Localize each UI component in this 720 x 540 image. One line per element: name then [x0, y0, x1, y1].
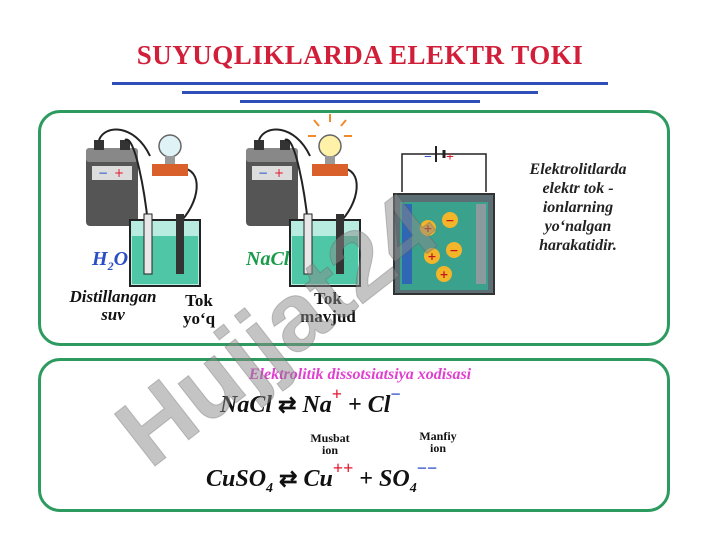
water-formula: H2O	[92, 248, 129, 273]
electrolysis-cell: + − + − +	[393, 146, 495, 295]
svg-text:+: +	[423, 222, 432, 235]
svg-text:−: −	[258, 166, 268, 180]
equation-nacl: NaCl ⇄ Na+ + Cl−	[220, 384, 401, 418]
battery-icon: − +	[246, 140, 298, 226]
svg-text:−: −	[98, 166, 108, 180]
distilled-water-setup: − +	[86, 128, 201, 287]
svg-text:−: −	[449, 244, 458, 257]
dissociation-heading: Elektrolitik dissotsiatsiya xodisasi	[248, 366, 472, 383]
lamp-on-icon	[308, 114, 352, 176]
beaker-water-icon	[129, 213, 201, 287]
svg-text:+: +	[114, 166, 124, 180]
svg-text:+: +	[274, 166, 284, 180]
battery-icon: − +	[86, 140, 138, 226]
equilibrium-arrow-icon: ⇄	[278, 392, 297, 417]
nacl-formula: NaCl	[246, 248, 290, 270]
svg-text:−: −	[445, 214, 454, 227]
equation-cuso4: CuSO4 ⇄ Cu++ + SO4−−	[206, 458, 438, 496]
title-underline-3	[240, 100, 480, 103]
equilibrium-arrow-icon: ⇄	[279, 466, 298, 491]
nacl-setup: − +	[246, 114, 361, 287]
cell-minus-sign: −	[424, 150, 432, 165]
page-title: SUYUQLIKLARDA ELEKTR TOKI	[136, 40, 584, 70]
cell-plus-sign: +	[446, 150, 454, 165]
lamp-off-icon	[152, 134, 188, 176]
bottom-panel	[38, 358, 670, 512]
title-underline-2	[182, 91, 538, 94]
beaker-nacl-icon	[289, 213, 361, 287]
electrolyte-description: Elektrolitlarda elektr tok - ionlarning …	[529, 161, 627, 254]
svg-text:+: +	[439, 268, 448, 281]
title-underline-1	[112, 82, 608, 85]
svg-text:+: +	[427, 250, 436, 263]
